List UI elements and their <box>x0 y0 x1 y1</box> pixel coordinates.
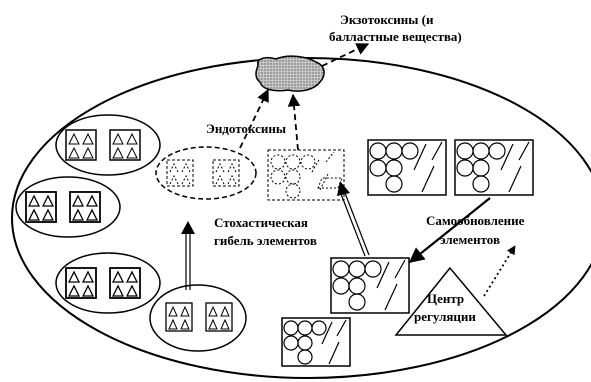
label-exotoxins-2: балластные вещества) <box>329 29 462 44</box>
circle-cell <box>281 317 351 367</box>
arrow-stochastic-up <box>181 221 195 290</box>
dying-group-ellipse <box>155 146 257 200</box>
label-renewal-1: Самообновление <box>426 213 525 228</box>
dying-element <box>212 159 240 187</box>
cell-group-ellipse <box>55 252 161 314</box>
dying-element <box>166 159 194 187</box>
circle-cell <box>454 139 534 196</box>
label-stochastic-1: Стохастическая <box>214 215 308 230</box>
cell-element <box>25 191 57 223</box>
label-renewal-2: элементов <box>440 232 500 247</box>
arrow-cell-to-dying <box>337 181 370 257</box>
arrow-endotoxins-to-blob <box>239 88 269 149</box>
dying-circle-cell <box>267 149 345 201</box>
cell-element <box>109 129 141 161</box>
exotoxin-blob <box>255 55 325 92</box>
cell-group-ellipse <box>55 114 161 176</box>
arrow-renewal <box>408 197 491 263</box>
cell-group-ellipse <box>149 284 247 352</box>
label-exotoxins-1: Экзотоксины (и <box>340 12 434 27</box>
arrow-dashed-rect-to-blob <box>287 93 301 151</box>
circle-cell <box>330 257 410 314</box>
label-center-1: Центр <box>427 291 464 306</box>
circle-cell <box>367 139 447 196</box>
regulation-center-triangle <box>394 266 508 336</box>
arrow-regulation <box>483 245 516 297</box>
cell-element <box>109 267 141 299</box>
cell-group-ellipse <box>15 176 121 238</box>
cell-element <box>165 302 193 332</box>
cell-element <box>65 129 97 161</box>
label-stochastic-2: гибель элементов <box>214 233 317 248</box>
cell-element <box>205 302 233 332</box>
arrow-blob-to-outside <box>321 43 370 67</box>
cell-element <box>65 267 97 299</box>
label-endotoxins: Эндотоксины <box>206 121 286 136</box>
label-center-2: регуляции <box>414 309 476 324</box>
cell-element <box>69 191 101 223</box>
